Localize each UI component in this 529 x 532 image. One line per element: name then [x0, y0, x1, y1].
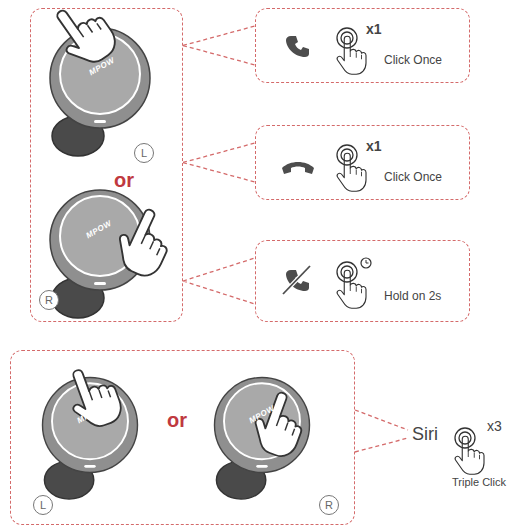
- siri-text: x3: [487, 418, 502, 434]
- tap-icon: [337, 145, 366, 191]
- callout-connector: [183, 26, 255, 65]
- siri-text: Siri: [412, 424, 438, 445]
- instruction-text: x1: [366, 138, 382, 154]
- phone-reject-icon: [283, 266, 310, 294]
- side-marker: R: [39, 290, 59, 310]
- group-box: orL R: [10, 350, 355, 525]
- brand-logo: MPOW: [76, 404, 105, 426]
- phone-answer-icon: [286, 36, 309, 57]
- siri-leader: [355, 410, 408, 452]
- side-letter: L: [40, 499, 46, 511]
- tap-icon: [337, 28, 366, 74]
- side-letter: R: [45, 294, 53, 306]
- action-box: Hold on 2s: [255, 240, 470, 322]
- side-marker: L: [134, 143, 154, 163]
- instruction-text: Hold on 2s: [384, 289, 441, 303]
- side-letter: L: [141, 147, 147, 159]
- instruction-text: Click Once: [384, 170, 442, 184]
- brand-logo: MPOW: [88, 56, 117, 78]
- group-box: or L R: [30, 8, 183, 322]
- side-marker: L: [33, 495, 53, 515]
- instruction-text: Click Once: [384, 53, 442, 67]
- side-letter: R: [325, 499, 333, 511]
- brand-logo: MPOW: [248, 404, 277, 426]
- callout-connector: [183, 143, 255, 182]
- callout-connector: [183, 258, 255, 304]
- action-box: x1Click Once: [255, 8, 470, 83]
- side-marker: R: [319, 495, 339, 515]
- action-box: x1Click Once: [255, 125, 470, 200]
- brand-logo: MPOW: [85, 219, 114, 241]
- siri-text: Triple Click: [452, 476, 506, 488]
- hold-icon: [337, 258, 371, 308]
- hand-right-bottom: [247, 388, 311, 461]
- phone-hangup-icon: [282, 162, 314, 174]
- triple-tap-icon: [455, 428, 484, 474]
- instruction-text: x1: [366, 21, 382, 37]
- or-text: or: [167, 409, 187, 432]
- hand-right-top: [109, 203, 179, 281]
- or-text: or: [114, 169, 134, 192]
- hand-left-bottom: [61, 360, 125, 433]
